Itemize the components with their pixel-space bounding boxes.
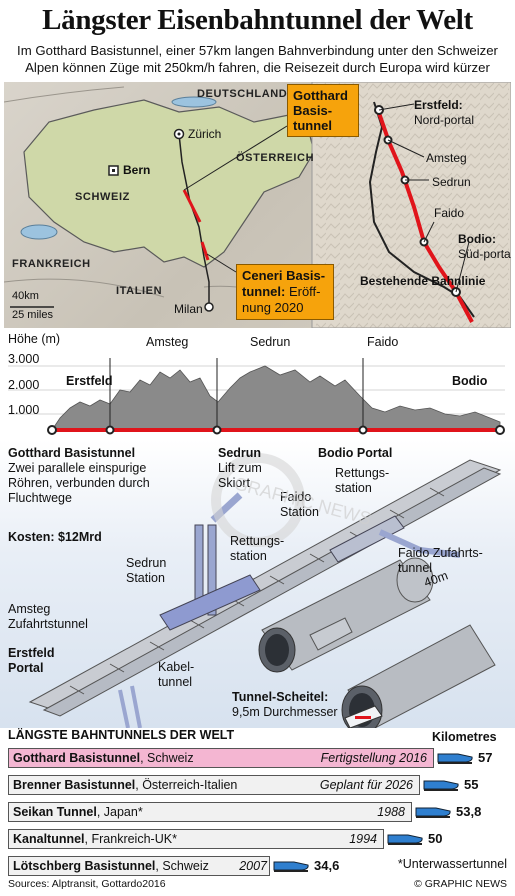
gotthard-map-line (182, 189, 202, 223)
sedrun-lift: Sedrun Lift zum Skiort (218, 446, 262, 490)
north-portal-label: Nord-portal (414, 113, 475, 127)
lake-constance (171, 96, 217, 108)
south-portal-label: Süd-portal (458, 247, 511, 261)
diagram-graphic (28, 453, 502, 735)
city-milan: Milan (174, 302, 203, 316)
gotthard-inset-line (376, 109, 474, 323)
train-icon (437, 753, 473, 764)
bodio-label: Bodio: (458, 232, 496, 246)
ceneri-map-line (200, 241, 210, 261)
city-zurich: Zürich (188, 127, 222, 141)
tunnel-crown-label: Tunnel-Scheitel: 9,5m Durchmesser (232, 690, 338, 719)
profile-amsteg: Amsteg (146, 335, 189, 349)
existing-line-label: Bestehende Bahnlinie (360, 274, 486, 288)
gotthard-description: Gotthard Basistunnel Zwei parallele eins… (8, 446, 150, 505)
table-row: Seikan Tunnel, Japan* 1988 (8, 802, 412, 822)
km-value: 57 (478, 750, 493, 765)
profile-graphic (8, 358, 505, 435)
faido-access-tunnel: Faido Zufahrts-tunnel (398, 546, 483, 575)
map-panel: DEUTSCHLAND ÖSTERREICH SCHWEIZ FRANKREIC… (4, 82, 511, 328)
train-icon (387, 834, 423, 845)
profile-faido: Faido (367, 335, 399, 349)
cost-label: Kosten: $12Mrd (8, 530, 102, 544)
tunnel-diagram: Gotthard Basistunnel Zwei parallele eins… (0, 440, 515, 735)
table-unit: Kilometres (432, 730, 497, 744)
intro-text: Im Gotthard Basistunnel, einer 57km lang… (17, 43, 498, 75)
mountain-profile (51, 365, 501, 431)
inset-faido: Faido (434, 206, 465, 220)
ceneri-callout: Ceneri Basis-tunnel: Eröff-nung 2020 (236, 264, 334, 320)
tick-3000: 3.000 (8, 352, 40, 366)
label-deutschland: DEUTSCHLAND (197, 88, 288, 100)
lake-geneva (20, 224, 58, 240)
rettungsstation-2: Rettungs-station (230, 534, 285, 563)
label-schweiz: SCHWEIZ (75, 191, 130, 203)
underwater-footnote: *Unterwassertunnel (397, 857, 507, 871)
elevation-profile: Höhe (m) 3.000 2.000 1.000 Amsteg Sedrun… (0, 330, 515, 440)
gotthard-title: Gotthard Basistunnel (8, 446, 136, 460)
profile-sedrun: Sedrun (250, 335, 291, 349)
table-heading: LÄNGSTE BAHNTUNNELS DER WELT (8, 728, 235, 742)
label-italien: ITALIEN (116, 285, 163, 297)
bodio-south-portal: Bodio: Süd-portal (458, 232, 511, 262)
label-frankreich: FRANKREICH (12, 258, 91, 270)
label-oesterreich: ÖSTERREICH (236, 152, 315, 164)
km-value: 55 (464, 777, 479, 792)
switzerland-shape (23, 99, 315, 268)
inset-sedrun: Sedrun (432, 175, 471, 189)
table-row: Brenner Basistunnel, Österreich-Italien … (8, 775, 420, 795)
city-bern: Bern (123, 163, 151, 177)
tick-1000: 1.000 (8, 403, 40, 417)
scale-miles: 25 miles (12, 309, 53, 321)
profile-erstfeld: Erstfeld (66, 374, 113, 388)
cable-tunnel-label: Kabel-tunnel (158, 660, 195, 689)
km-value: 50 (428, 831, 443, 846)
table-row: Gotthard Basistunnel, Schweiz Fertigstel… (8, 748, 434, 768)
page-title: Längster Eisenbahntunnel der Welt (42, 4, 473, 36)
scale-km: 40km (12, 290, 39, 302)
km-value: 34,6 (314, 858, 340, 873)
ceneri-callout-text: Eröff-nung 2020 (242, 284, 321, 315)
table-row: Kanaltunnel, Frankreich-UK* 1994 (8, 829, 384, 849)
km-value: 53,8 (456, 804, 482, 819)
train-icon (273, 861, 309, 872)
map-graphic (4, 82, 511, 328)
train-icon (423, 780, 459, 791)
ceneri-callout-title: Ceneri Basis-tunnel: (242, 268, 326, 299)
tube-cross-section (258, 557, 496, 735)
train-icon (415, 807, 451, 818)
sources: Sources: Alptransit, Gottardo2016 (8, 878, 166, 890)
gotthard-callout: Gotthard Basis-tunnel (287, 84, 359, 137)
credit: © GRAPHIC NEWS (414, 878, 507, 890)
table-row: Lötschberg Basistunnel, Schweiz 2007 (8, 856, 270, 876)
profile-axis-title: Höhe (m) (8, 332, 61, 346)
erstfeld-north-portal: Erstfeld: Nord-portal (414, 98, 474, 128)
inset-amsteg: Amsteg (426, 151, 467, 165)
erstfeld-label: Erstfeld: (414, 98, 463, 112)
tick-2000: 2.000 (8, 378, 40, 392)
bodio-portal-label: Bodio Portal (318, 446, 393, 460)
profile-bodio: Bodio (452, 374, 488, 388)
rettungsstation-1: Rettungs-station (335, 466, 390, 495)
